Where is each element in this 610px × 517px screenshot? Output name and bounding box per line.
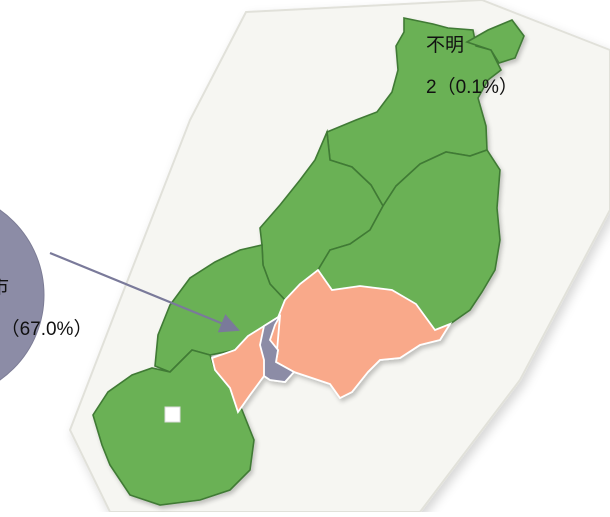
city-callout-bubble <box>0 209 45 381</box>
city-label-value: 9（67.0%） <box>0 319 93 340</box>
island-marker <box>164 406 181 423</box>
prefecture-group <box>92 17 525 506</box>
prefecture-focus-city[interactable] <box>259 315 296 383</box>
unknown-label-value: 2（0.1%） <box>426 77 518 98</box>
city-label-name: 市 <box>0 276 9 300</box>
prefecture-northeast-peninsula[interactable] <box>465 19 525 64</box>
unknown-label-name: 不明 <box>426 35 465 56</box>
callout-arrow-icon <box>49 251 240 333</box>
